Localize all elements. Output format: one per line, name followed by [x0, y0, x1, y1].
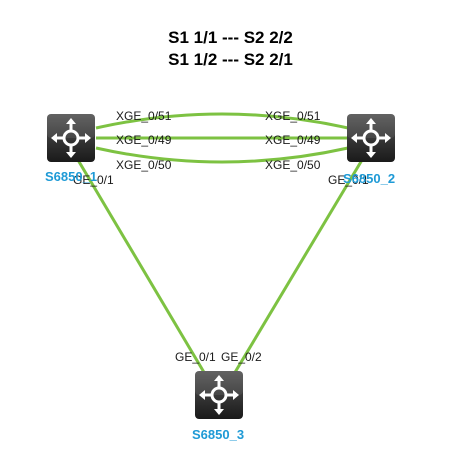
port-label-s2-xge-0-51: XGE_0/51: [265, 109, 321, 123]
port-label-s1-ge-0-1: GE_0/1: [73, 173, 114, 187]
link-s2-s3: [232, 159, 364, 375]
port-label-s1-xge-0-50: XGE_0/50: [116, 158, 172, 172]
node-name-s6850-3: S6850_3: [192, 427, 245, 442]
port-label-s2-xge-0-50: XGE_0/50: [265, 158, 321, 172]
port-label-s2-xge-0-49: XGE_0/49: [265, 133, 321, 147]
link-s1-s3: [76, 159, 207, 375]
switch-s6850-3[interactable]: [194, 370, 244, 420]
port-label-s3-ge-0-1: GE_0/1: [175, 350, 216, 364]
link-s1-s2-xge-50: [95, 146, 349, 164]
port-label-s3-ge-0-2: GE_0/2: [221, 350, 262, 364]
node-name-s6850-2: S6850_2: [343, 171, 396, 186]
router-switch-icon: [47, 114, 95, 162]
router-switch-icon: [347, 114, 395, 162]
switch-s6850-2[interactable]: [346, 113, 396, 163]
port-label-s2-ge-0-1: GE_0/1: [328, 173, 369, 187]
node-name-s6850-1: S6850_1: [45, 169, 98, 184]
router-switch-icon: [195, 371, 243, 419]
title-line-2: S1 1/2 --- S2 2/1: [168, 50, 293, 69]
port-label-s1-xge-0-49: XGE_0/49: [116, 133, 172, 147]
port-label-s1-xge-0-51: XGE_0/51: [116, 109, 172, 123]
title-line-1: S1 1/1 --- S2 2/2: [168, 28, 293, 47]
switch-s6850-1[interactable]: [46, 113, 96, 163]
link-s1-s2-xge-51: [95, 112, 349, 130]
